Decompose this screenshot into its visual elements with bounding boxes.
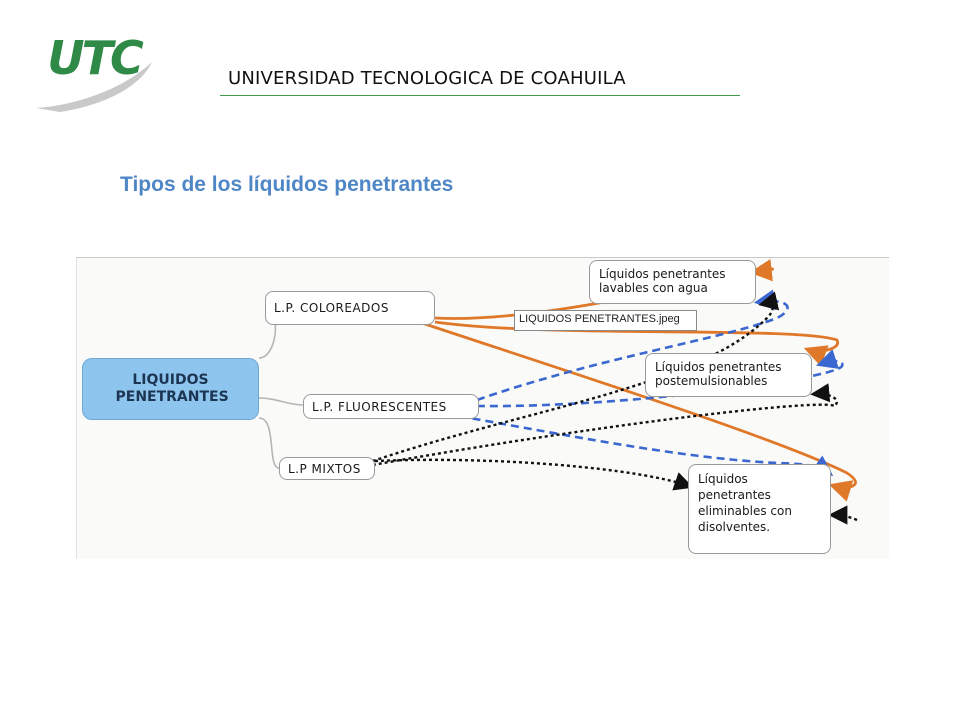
node-mixtos: L.P MIXTOS — [279, 457, 375, 480]
node-liquidos-penetrantes-label: LIQUIDOS PENETRANTES — [115, 372, 229, 405]
arrow-disolventes-return — [828, 505, 858, 525]
node-disolventes-label: Líquidos penetrantes eliminables con dis… — [698, 472, 792, 534]
connector-mixtos — [258, 417, 280, 469]
university-name: UNIVERSIDAD TECNOLOGICA DE COAHUILA — [228, 68, 626, 89]
utc-logo: UTC — [30, 22, 160, 114]
svg-text:UTC: UTC — [47, 31, 144, 85]
node-coloreados: L.P. COLOREADOS — [265, 291, 435, 325]
node-mixtos-label: L.P MIXTOS — [288, 461, 361, 476]
file-name-label: LIQUIDOS PENETRANTES.jpeg — [514, 310, 697, 331]
node-fluorescentes: L.P. FLUORESCENTES — [303, 394, 479, 419]
node-postemulsionables-label: Líquidos penetrantes postemulsionables — [655, 360, 782, 388]
arrow-mixtos-lavables — [366, 291, 780, 465]
connector-fluorescentes — [258, 397, 304, 406]
header-divider — [220, 95, 740, 96]
arrow-mixtos-disolventes — [374, 458, 694, 491]
node-liquidos-penetrantes: LIQUIDOS PENETRANTES — [82, 358, 259, 420]
arrow-mixtos-postemulsionables — [366, 383, 838, 468]
slide-title: Tipos de los líquidos penetrantes — [120, 173, 454, 196]
node-postemulsionables: Líquidos penetrantes postemulsionables — [645, 353, 812, 397]
node-coloreados-label: L.P. COLOREADOS — [274, 301, 389, 315]
node-lavables-label: Líquidos penetrantes lavables con agua — [599, 267, 726, 295]
node-fluorescentes-label: L.P. FLUORESCENTES — [312, 399, 447, 414]
arrow-fluorescentes-lavables — [476, 289, 789, 402]
node-lavables: Líquidos penetrantes lavables con agua — [589, 260, 756, 304]
concept-diagram: LIQUIDOS PENETRANTES L.P. COLOREADOS L.P… — [76, 257, 889, 559]
arrow-coloreados-disolventes — [421, 321, 857, 502]
node-disolventes: Líquidos penetrantes eliminables con dis… — [688, 464, 831, 554]
